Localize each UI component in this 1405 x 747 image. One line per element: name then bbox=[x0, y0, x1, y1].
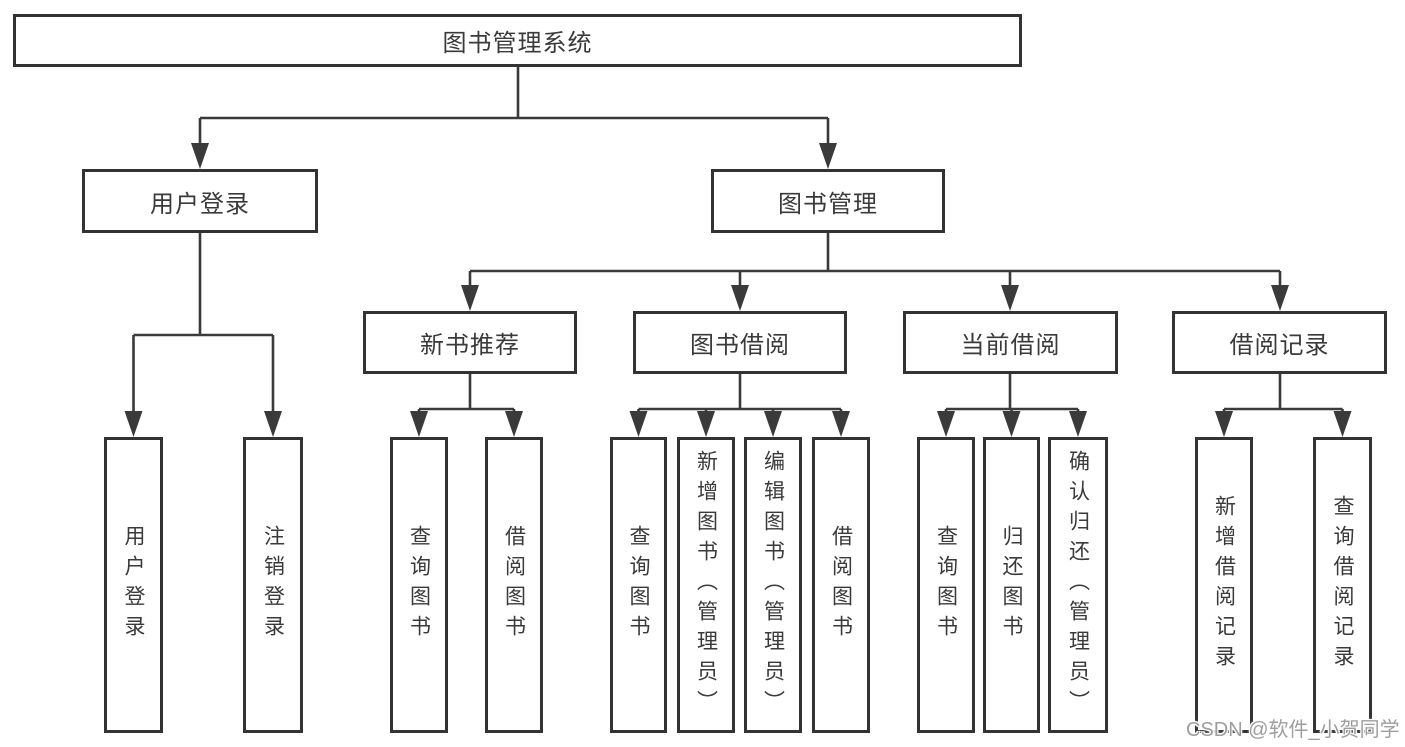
node-label: 查询图书 bbox=[627, 525, 650, 645]
node-borrow-records: 借阅记录 bbox=[1172, 311, 1387, 374]
node-label: 借阅图书 bbox=[829, 525, 853, 645]
node-label: 查询图书 bbox=[934, 525, 958, 645]
node-label: 用户登录 bbox=[150, 190, 250, 218]
node-label: 查询借阅记录 bbox=[1331, 495, 1354, 675]
node-label: 编辑图书（管理员） bbox=[761, 450, 785, 720]
leaf-confirm-return-admin: 确认归还（管理员） bbox=[1048, 437, 1108, 733]
leaf-borrow-books: 借阅图书 bbox=[812, 437, 870, 733]
leaf-query-borrow-record: 查询借阅记录 bbox=[1313, 437, 1372, 733]
node-root-system: 图书管理系统 bbox=[13, 14, 1022, 67]
leaf-return-books: 归还图书 bbox=[983, 437, 1040, 733]
node-label: 归还图书 bbox=[1000, 525, 1023, 645]
node-label: 注销登录 bbox=[261, 525, 285, 645]
leaf-user-login: 用户登录 bbox=[104, 437, 163, 733]
node-book-borrow: 图书借阅 bbox=[633, 311, 847, 374]
node-label: 图书借阅 bbox=[690, 332, 790, 359]
node-book-management: 图书管理 bbox=[711, 169, 945, 233]
node-label: 用户登录 bbox=[122, 525, 145, 645]
node-user-login: 用户登录 bbox=[82, 169, 318, 233]
node-label: 借阅图书 bbox=[502, 525, 526, 645]
arrowheads bbox=[124, 143, 1352, 437]
node-new-book-recommend: 新书推荐 bbox=[363, 311, 577, 374]
node-current-borrow: 当前借阅 bbox=[903, 311, 1118, 374]
leaf-add-books-admin: 新增图书（管理员） bbox=[677, 437, 735, 733]
csdn-watermark: CSDN @软件_小贺同学 bbox=[1186, 719, 1400, 741]
leaf-add-borrow-record: 新增借阅记录 bbox=[1195, 437, 1253, 733]
node-label: 图书管理系统 bbox=[442, 30, 593, 57]
node-label: 借阅记录 bbox=[1229, 332, 1330, 359]
leaf-borrow-books-recommend: 借阅图书 bbox=[485, 437, 543, 733]
node-label: 新增借阅记录 bbox=[1212, 495, 1236, 675]
node-label: 新增图书（管理员） bbox=[694, 450, 718, 720]
node-label: 新书推荐 bbox=[420, 332, 520, 359]
node-label: 确认归还（管理员） bbox=[1066, 450, 1090, 720]
leaf-edit-books-admin: 编辑图书（管理员） bbox=[744, 437, 802, 733]
leaf-logout: 注销登录 bbox=[243, 437, 303, 733]
leaf-query-books-borrow: 查询图书 bbox=[610, 437, 667, 733]
leaf-query-books-current: 查询图书 bbox=[917, 437, 975, 733]
node-label: 图书管理 bbox=[778, 190, 878, 218]
leaf-query-books-recommend: 查询图书 bbox=[390, 437, 448, 733]
node-label: 当前借阅 bbox=[960, 332, 1061, 359]
node-label: 查询图书 bbox=[407, 525, 431, 645]
